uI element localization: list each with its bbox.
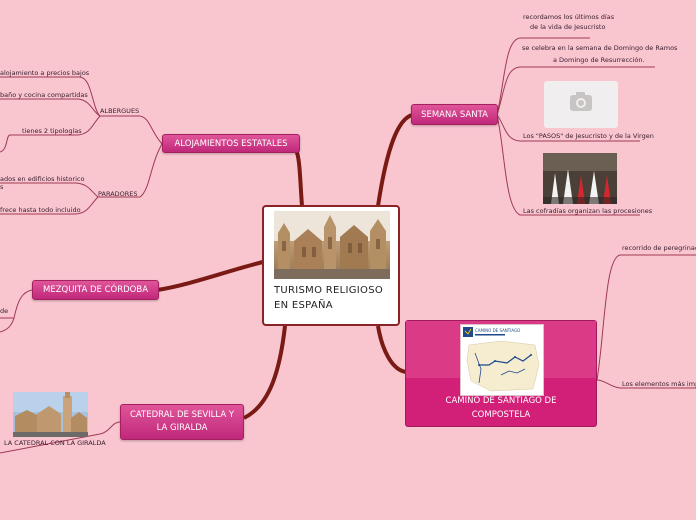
albergue-item-2: baño y cocina compartidas [0, 91, 88, 99]
node-camino-label-line2: COMPOSTELA [471, 410, 531, 420]
giralda-photo [13, 392, 88, 437]
camino-item-2: Los elementos más import [622, 380, 696, 388]
camino-map-header: CAMINO DE SANTIAGO [475, 328, 520, 333]
cathedral-photo [274, 211, 390, 279]
node-alojamientos[interactable]: ALOJAMIENTOS ESTATALES [162, 134, 300, 153]
semana-item-2-line1: se celebra en la semana de Domingo de Ra… [522, 44, 678, 52]
parador-item-1b: s [0, 183, 4, 191]
camera-icon [570, 92, 592, 111]
central-title-line1: TURISMO RELIGIOSO [274, 285, 384, 296]
mezquita-item: de [0, 307, 9, 315]
semana-item-2-line2: a Domingo de Resurrección. [553, 56, 645, 64]
central-title: TURISMO RELIGIOSO EN ESPAÑA [274, 283, 383, 313]
node-catedral-label-line1: CATEDRAL DE SEVILLA Y [129, 410, 235, 420]
parador-item-1: ados en edificios historico [0, 175, 85, 183]
label-paradores: PARADORES [98, 190, 138, 198]
parador-item-2: frece hasta todo incluido [0, 206, 81, 214]
central-title-line2: EN ESPAÑA [274, 300, 333, 311]
central-topic[interactable]: TURISMO RELIGIOSO EN ESPAÑA [262, 205, 400, 326]
node-semana-santa-label: SEMANA SANTA [421, 109, 488, 120]
albergue-item-1: alojamiento a precios bajos [0, 69, 90, 77]
camino-map-image: CAMINO DE SANTIAGO [460, 324, 544, 396]
semana-item-3: Los "PASOS" de Jesucristo y de la Virgen [523, 132, 654, 140]
node-mezquita[interactable]: MEZQUITA DE CÓRDOBA [32, 280, 159, 300]
camino-item-1: recorrido de peregrinación l [622, 244, 696, 252]
semana-item-1-line2: de la vida de Jesucristo [530, 23, 606, 31]
albergue-item-3: tienes 2 tipologías [22, 127, 82, 135]
label-albergues: ALBERGUES [100, 107, 140, 115]
node-camino[interactable]: CAMINO DE SANTIAGO CAMINO DE SANTIAGO DE… [405, 320, 597, 427]
node-catedral[interactable]: CATEDRAL DE SEVILLA Y LA GIRALDA [120, 404, 244, 440]
catedral-caption: LA CATEDRAL CON LA GIRALDA [4, 439, 106, 447]
procession-photo [543, 153, 617, 204]
node-semana-santa[interactable]: SEMANA SANTA [411, 104, 498, 125]
node-camino-label-line1: CAMINO DE SANTIAGO DE [445, 396, 557, 406]
image-placeholder [544, 81, 618, 128]
node-alojamientos-label: ALOJAMIENTOS ESTATALES [174, 138, 288, 149]
node-catedral-label-line2: LA GIRALDA [156, 423, 208, 433]
semana-item-4: Las cofradías organizan las procesiones [523, 207, 653, 215]
node-mezquita-label: MEZQUITA DE CÓRDOBA [42, 285, 149, 295]
semana-item-1-line1: recordamos los últimos días [523, 13, 615, 21]
